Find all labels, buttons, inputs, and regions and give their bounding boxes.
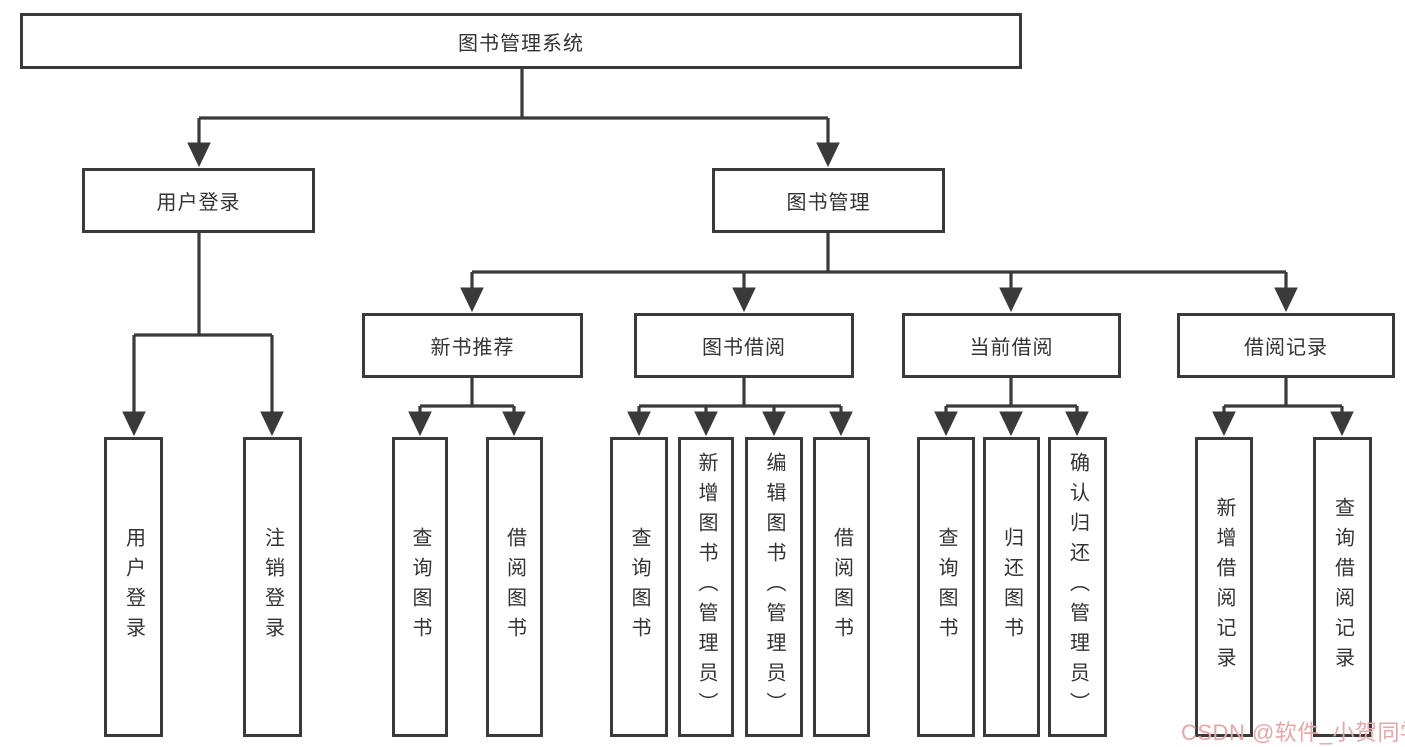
arrowhead-icon (1065, 411, 1089, 437)
arrowhead-icon (999, 411, 1023, 437)
arrowhead-icon (627, 411, 651, 437)
arrowhead-icon (829, 411, 853, 437)
arrowhead-icon (816, 142, 840, 168)
leaf-logout: 注销登录 (243, 437, 302, 737)
arrowhead-icon (408, 411, 432, 437)
leaf-confirm-return-admin: 确认归还（管理员） (1048, 437, 1107, 737)
arrowhead-icon (732, 287, 756, 313)
leaf-borrow-book-borrow-label: 借阅图书 (830, 527, 853, 647)
arrowhead-icon (1212, 411, 1236, 437)
arrowhead-icon (999, 287, 1023, 313)
node-book-borrow-label: 图书借阅 (702, 337, 786, 359)
arrowhead-icon (502, 411, 526, 437)
csdn-watermark: CSDN @软件_小贺同学 (1181, 720, 1405, 745)
node-new-book-recommend-label: 新书推荐 (430, 337, 515, 359)
node-current-borrow: 当前借阅 (902, 313, 1121, 378)
node-book-borrow: 图书借阅 (634, 313, 854, 378)
node-current-borrow-label: 当前借阅 (969, 337, 1054, 359)
leaf-borrow-book-borrow: 借阅图书 (813, 437, 870, 737)
leaf-add-book-admin: 新增图书（管理员） (678, 437, 734, 737)
node-book-management: 图书管理 (712, 168, 945, 233)
leaf-query-book-borrow-label: 查询图书 (628, 527, 650, 647)
arrowhead-icon (694, 411, 718, 437)
leaf-user-login-label: 用户登录 (122, 527, 145, 647)
node-user-login: 用户登录 (82, 168, 315, 233)
leaf-user-login: 用户登录 (104, 437, 163, 737)
leaf-borrow-book-recommend: 借阅图书 (486, 437, 543, 737)
leaf-edit-book-admin: 编辑图书（管理员） (745, 437, 803, 737)
node-new-book-recommend: 新书推荐 (362, 313, 583, 378)
leaf-add-borrow-record-label: 新增借阅记录 (1213, 497, 1235, 677)
leaf-query-book-recommend: 查询图书 (392, 437, 448, 737)
node-root-label: 图书管理系统 (458, 32, 584, 55)
leaf-query-borrow-record-label: 查询借阅记录 (1331, 497, 1354, 677)
node-root: 图书管理系统 (20, 13, 1022, 69)
node-book-management-label: 图书管理 (786, 192, 871, 214)
leaf-query-book-current: 查询图书 (917, 437, 975, 737)
leaf-query-book-recommend-label: 查询图书 (409, 527, 431, 647)
leaf-add-book-admin-label: 新增图书（管理员） (695, 452, 717, 722)
leaf-add-borrow-record: 新增借阅记录 (1195, 437, 1253, 737)
leaf-edit-book-admin-label: 编辑图书（管理员） (763, 452, 785, 722)
leaf-confirm-return-admin-label: 确认归还（管理员） (1066, 452, 1089, 722)
arrowhead-icon (260, 411, 284, 437)
arrowhead-icon (460, 287, 484, 313)
arrowhead-icon (934, 411, 958, 437)
leaf-return-book-label: 归还图书 (1000, 527, 1023, 647)
leaf-query-book-borrow: 查询图书 (610, 437, 668, 737)
node-borrow-records-label: 借阅记录 (1244, 337, 1328, 359)
leaf-return-book: 归还图书 (983, 437, 1040, 737)
arrowhead-icon (762, 411, 786, 437)
leaf-logout-label: 注销登录 (261, 527, 284, 647)
leaf-query-borrow-record: 查询借阅记录 (1313, 437, 1372, 737)
arrowhead-icon (1274, 287, 1298, 313)
leaf-borrow-book-recommend-label: 借阅图书 (503, 527, 526, 647)
leaf-query-book-current-label: 查询图书 (935, 527, 957, 647)
node-user-login-label: 用户登录 (156, 192, 241, 214)
arrowhead-icon (122, 411, 146, 437)
node-borrow-records: 借阅记录 (1177, 313, 1395, 378)
arrowhead-icon (187, 142, 211, 168)
arrowhead-icon (1330, 411, 1354, 437)
